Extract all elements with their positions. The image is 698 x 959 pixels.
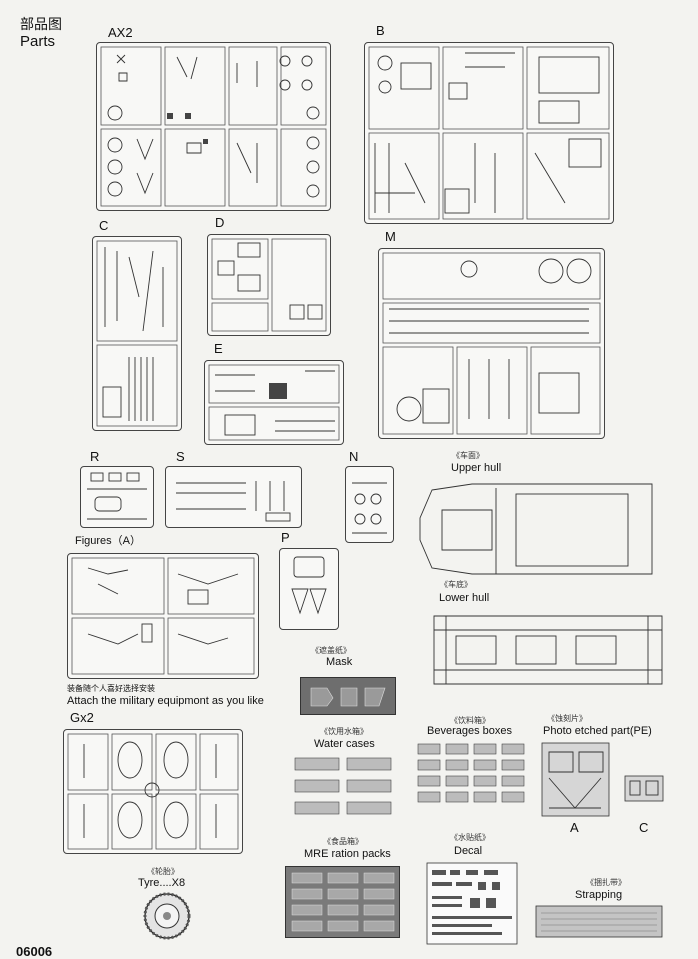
strapping-label: Strapping — [575, 889, 623, 901]
sprue-d-label: D — [215, 215, 225, 230]
decal-sheet — [426, 862, 518, 945]
beverages-drawing — [417, 743, 525, 803]
pe-cn: 《蚀刻片》 — [547, 714, 587, 723]
decal-cn: 《水贴纸》 — [450, 833, 490, 842]
lower-hull-label: Lower hull — [439, 592, 490, 604]
upper-hull-drawing — [419, 483, 653, 575]
sprue-r-label: R — [90, 449, 100, 464]
mre-packs — [291, 872, 395, 932]
mask-cn: 《遮盖纸》 — [311, 646, 351, 655]
sprue-c-label: C — [99, 218, 109, 233]
sprue-s-drawing — [176, 481, 291, 522]
water-cases-label: Water cases — [314, 738, 375, 750]
pe-label: Photo etched part(PE) — [543, 725, 652, 737]
sprue-ax2-drawing — [100, 46, 327, 207]
tyre-label: Tyre....X8 — [138, 877, 186, 889]
pe-fret-c — [624, 775, 664, 802]
sprue-r-drawing — [87, 472, 147, 520]
sprue-ax2-frame — [96, 42, 331, 211]
sprue-c-frame — [92, 236, 182, 431]
figures-label: Figures（A） — [75, 535, 142, 547]
sprue-b-frame — [364, 42, 614, 224]
sprue-gx2-label: Gx2 — [70, 710, 94, 725]
beverages-cn: 《饮料箱》 — [450, 716, 490, 725]
sprue-n-frame — [345, 466, 394, 543]
sprue-d-frame — [207, 234, 331, 336]
sprue-gx2-frame — [63, 729, 243, 854]
mre-label: MRE ration packs — [304, 848, 391, 860]
sprue-gx2-drawing — [67, 733, 239, 850]
lower-hull-drawing — [433, 615, 663, 685]
sprue-s-label: S — [176, 449, 185, 464]
decal-label: Decal — [454, 845, 483, 857]
sprue-n-drawing — [352, 482, 387, 534]
lower-hull-cn: 《车底》 — [440, 580, 472, 589]
beverages-label: Beverages boxes — [427, 725, 512, 737]
sprue-e-label: E — [214, 341, 223, 356]
upper-hull-cn: 《车面》 — [452, 451, 484, 460]
sprue-m-label: M — [385, 229, 396, 244]
strapping-cn: 《捆扎带》 — [586, 878, 626, 887]
mask-sheet — [300, 677, 396, 715]
figures-drawing — [71, 557, 255, 675]
strapping-sheet — [535, 905, 663, 938]
sprue-b-label: B — [376, 23, 385, 38]
mask-label: Mask — [326, 656, 353, 668]
sprue-s-frame — [165, 466, 302, 528]
tyre-cn: 《轮胎》 — [147, 867, 179, 876]
mre-cn: 《食品箱》 — [323, 837, 363, 846]
sprue-b-drawing — [368, 46, 610, 220]
sprue-p-label: P — [281, 530, 290, 545]
upper-hull-label: Upper hull — [451, 462, 502, 474]
water-cases-drawing — [294, 757, 392, 815]
sprue-e-frame — [204, 360, 344, 445]
water-cases-cn: 《饮用水箱》 — [320, 727, 368, 736]
attach-note-cn: 装备随个人喜好选择安装 — [67, 684, 155, 693]
sprue-p-frame — [279, 548, 339, 630]
sprue-m-frame — [378, 248, 605, 439]
pe-label-a: A — [570, 820, 579, 835]
tyre-drawing — [143, 892, 191, 940]
sprue-p-drawing — [291, 556, 327, 615]
pe-fret-a — [541, 742, 610, 817]
sprue-e-drawing — [208, 364, 340, 441]
mre-sheet — [285, 866, 400, 938]
sprue-n-label: N — [349, 449, 359, 464]
header-title-en: Parts — [20, 33, 56, 50]
sprue-r-frame — [80, 466, 154, 528]
sprue-m-drawing — [382, 252, 601, 435]
sprue-ax2-label: AX2 — [108, 25, 133, 40]
header-title-cn: 部品图 — [20, 17, 62, 33]
mask-cutouts — [310, 687, 386, 707]
figures-frame — [67, 553, 259, 679]
attach-note-en: Attach the military equipmont as you lik… — [67, 695, 264, 707]
footer-page-number: 06006 — [16, 944, 53, 959]
sprue-c-drawing — [96, 240, 178, 427]
pe-label-c: C — [639, 820, 649, 835]
sprue-d-drawing — [211, 238, 327, 332]
